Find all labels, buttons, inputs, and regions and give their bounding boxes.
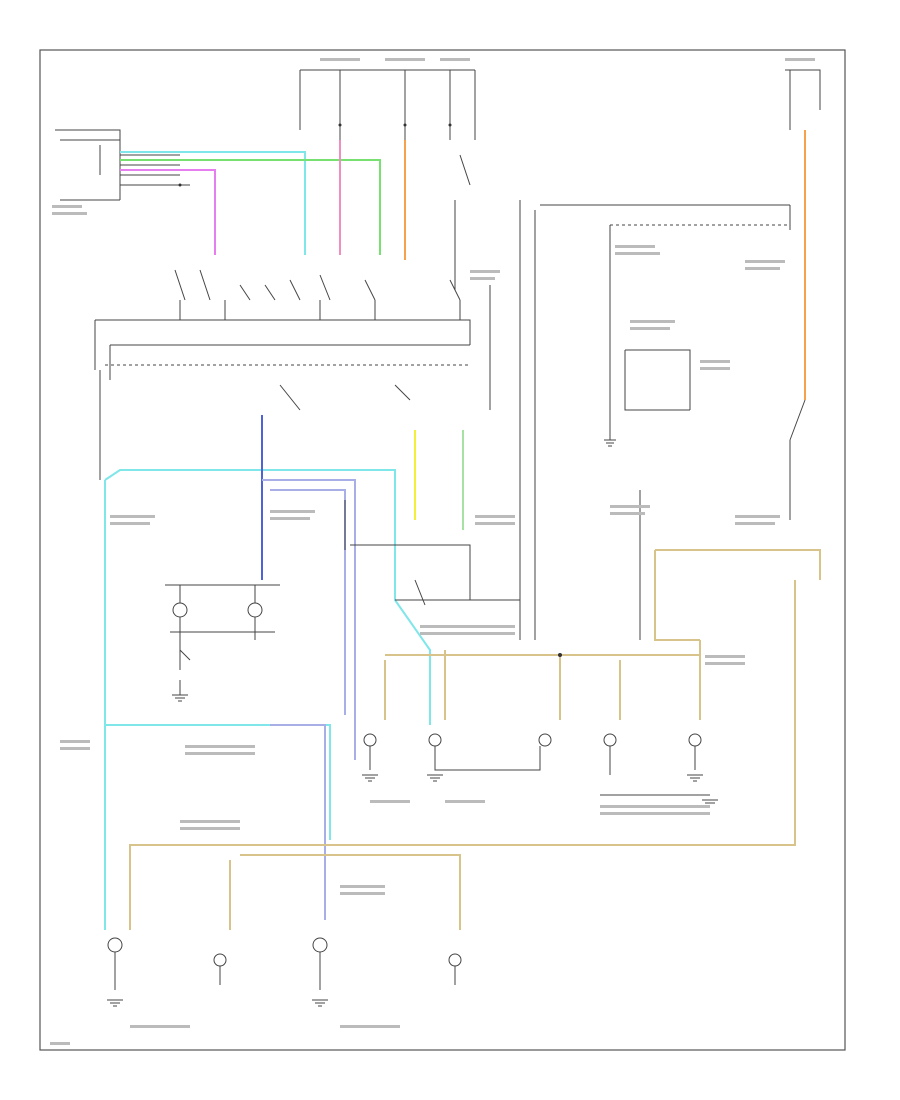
wire-lavender [262, 479, 356, 760]
right-relay-column [519, 200, 806, 640]
wire-tan-lower [240, 580, 796, 846]
label-marks [50, 58, 815, 1045]
wire-magenta-top [120, 169, 216, 255]
wire-green-top [120, 159, 381, 255]
marker-lamp-row [362, 653, 718, 804]
fuse-block-top [299, 69, 821, 140]
instrument-lamps [165, 584, 280, 702]
headlamp-switch-contacts [94, 154, 491, 411]
left-connector-block [55, 129, 190, 201]
diagram-border [39, 49, 846, 1051]
front-lamps [107, 937, 462, 1007]
wire-tan-right [655, 549, 821, 580]
wire-cyan-mid [104, 469, 396, 520]
wire-cyan-top [120, 151, 306, 255]
wire-cyan-lower [105, 724, 331, 840]
